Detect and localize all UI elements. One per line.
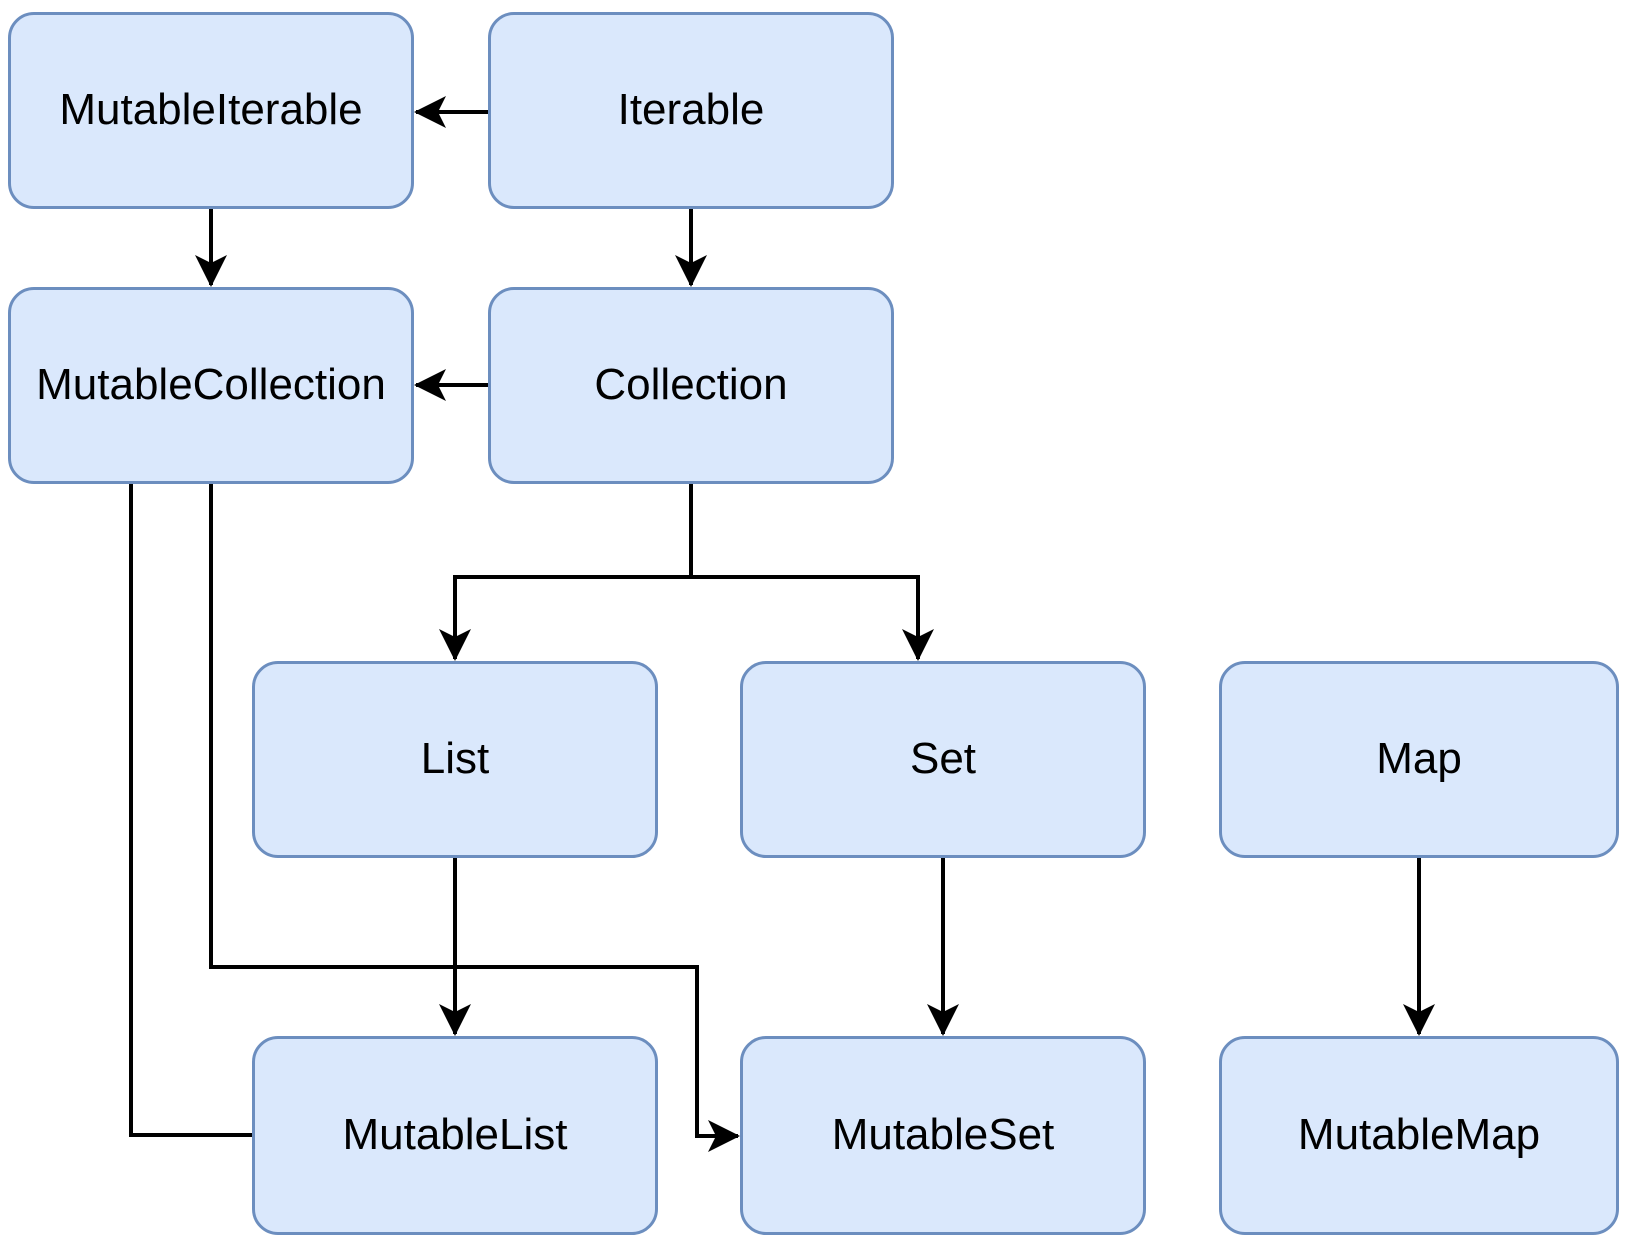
node-list-label: List xyxy=(420,734,490,784)
node-set-label: Set xyxy=(909,734,977,784)
node-mutable-collection-label: MutableCollection xyxy=(36,360,386,410)
node-mutable-map-label: MutableMap xyxy=(1297,1110,1541,1160)
node-mutable-iterable: MutableIterable xyxy=(8,12,414,209)
node-iterable-label: Iterable xyxy=(617,85,765,135)
node-map: Map xyxy=(1219,661,1619,858)
node-set: Set xyxy=(740,661,1146,858)
node-mutable-iterable-label: MutableIterable xyxy=(59,85,363,135)
node-collection-label: Collection xyxy=(594,360,788,410)
node-mutable-list: MutableList xyxy=(252,1036,658,1235)
edge-collection-to-list xyxy=(439,484,693,661)
edge-mutablecollection-to-mutablelist xyxy=(129,484,252,1137)
node-iterable: Iterable xyxy=(488,12,894,209)
node-mutable-collection: MutableCollection xyxy=(8,287,414,484)
node-mutable-set-label: MutableSet xyxy=(831,1110,1055,1160)
node-mutable-map: MutableMap xyxy=(1219,1036,1619,1235)
node-list: List xyxy=(252,661,658,858)
edge-mutablecollection-to-mutableset xyxy=(209,484,740,1152)
node-mutable-set: MutableSet xyxy=(740,1036,1146,1235)
node-map-label: Map xyxy=(1376,734,1462,784)
node-mutable-list-label: MutableList xyxy=(342,1110,568,1160)
edge-collection-to-set xyxy=(689,484,934,661)
node-collection: Collection xyxy=(488,287,894,484)
